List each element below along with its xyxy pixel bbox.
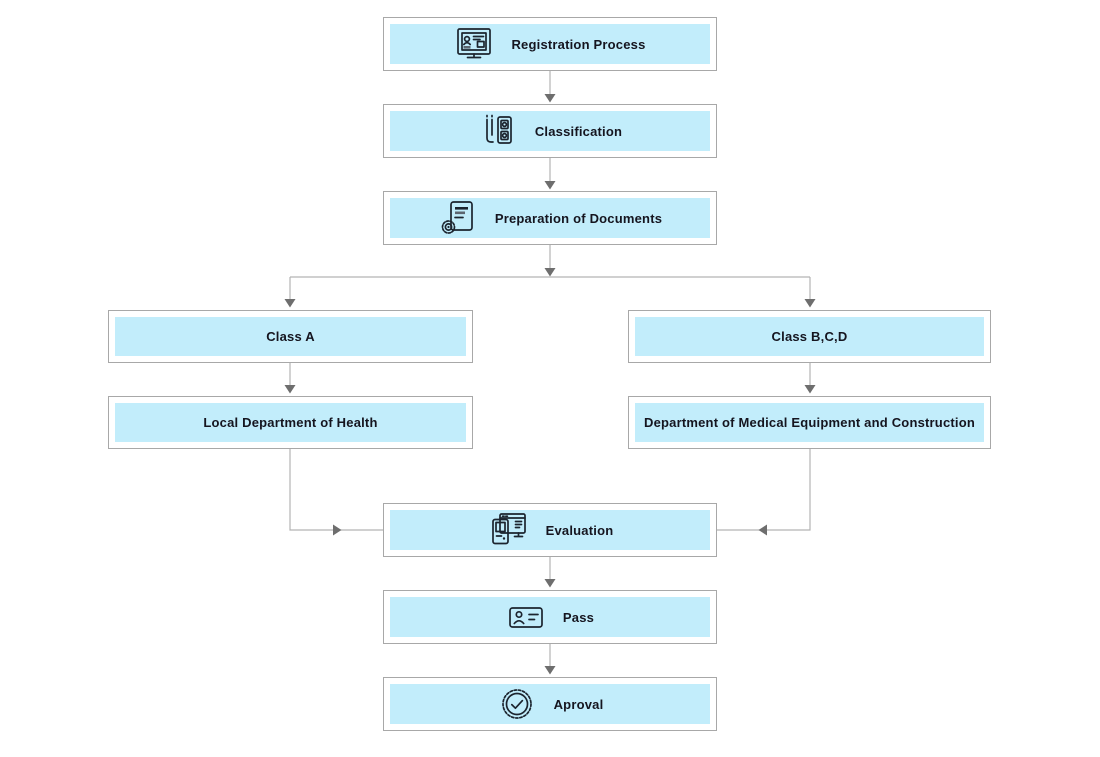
node-label: Classification [534, 123, 623, 139]
arrowhead-down-1 [544, 94, 556, 103]
node-label: Registration Process [511, 36, 646, 52]
arrowhead-left-evaluation [758, 524, 767, 536]
arrowhead-down-class-bcd [804, 299, 816, 308]
node-label: Evaluation [545, 522, 614, 538]
arrowhead-down-approval [544, 666, 556, 675]
node-classification: Classification [383, 104, 717, 158]
node-registration-process: Registration Process [383, 17, 717, 71]
approval-seal-icon [497, 684, 537, 724]
node-class-bcd: Class B,C,D [628, 310, 991, 363]
evaluation-devices-icon [487, 510, 529, 550]
classification-device-icon [478, 111, 518, 151]
node-label: Department of Medical Equipment and Cons… [643, 415, 975, 430]
arrowhead-right-evaluation [333, 524, 342, 536]
node-label: Preparation of Documents [494, 210, 663, 226]
edge-dept-medical-evaluation [717, 449, 811, 531]
node-pass: Pass [383, 590, 717, 644]
node-label: Pass [562, 609, 595, 625]
node-evaluation: Evaluation [383, 503, 717, 557]
arrowhead-down-local-dept [284, 385, 296, 394]
node-approval: Aproval [383, 677, 717, 731]
node-label: Aproval [553, 696, 604, 712]
pass-id-card-icon [506, 597, 546, 637]
arrowhead-down-pass [544, 579, 556, 588]
node-class-a: Class A [108, 310, 473, 363]
node-label: Class A [266, 329, 315, 344]
node-department-of-medical-equipment: Department of Medical Equipment and Cons… [628, 396, 991, 449]
node-label: Class B,C,D [771, 329, 848, 344]
registration-monitor-icon [454, 24, 494, 64]
document-seal-icon [438, 198, 478, 238]
node-label: Local Department of Health [203, 415, 378, 430]
arrowhead-down-3 [544, 268, 556, 277]
arrowhead-down-dept-medical [804, 385, 816, 394]
arrowhead-down-class-a [284, 299, 296, 308]
arrowhead-down-2 [544, 181, 556, 190]
node-preparation-of-documents: Preparation of Documents [383, 191, 717, 245]
node-local-department-of-health: Local Department of Health [108, 396, 473, 449]
edge-local-dept-evaluation [289, 449, 383, 531]
